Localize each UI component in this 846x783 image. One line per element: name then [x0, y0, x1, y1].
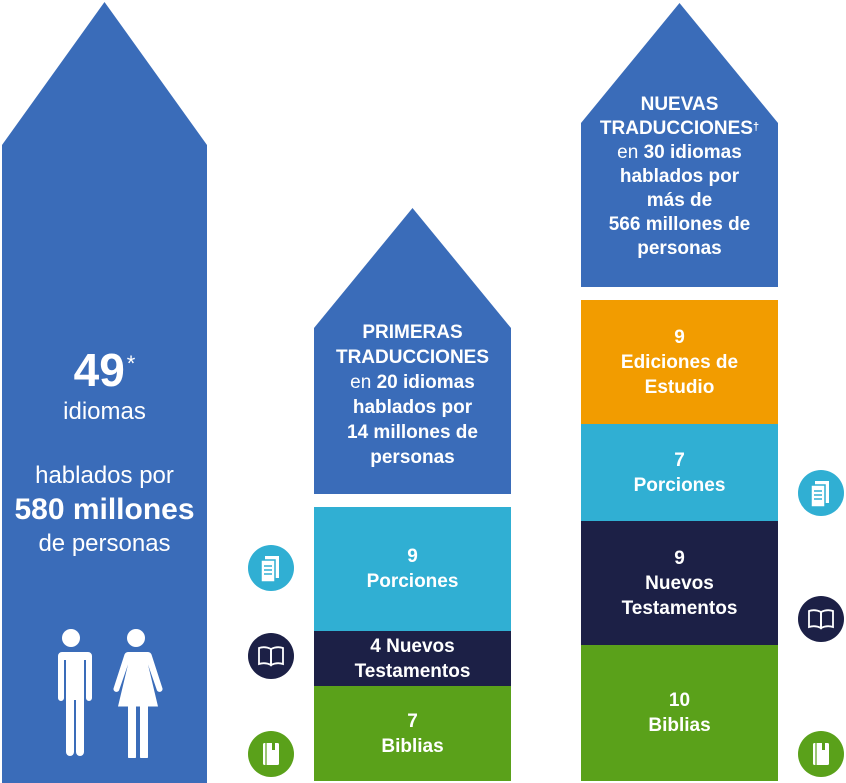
new-new-testaments-segment: 9 Nuevos Testamentos — [581, 521, 778, 645]
new-bibles-segment: 10 Biblias — [581, 645, 778, 781]
new-translations-arrow — [581, 3, 778, 287]
spoken-by-label: hablados por — [35, 462, 174, 489]
portion-booklet-icon — [248, 545, 294, 591]
closed-bible-icon — [798, 731, 844, 777]
new-portions-segment: 7 Porciones — [581, 424, 778, 521]
left-total-text: 49* idiomas hablados por 580 millones de… — [2, 343, 207, 559]
first-translations-heading: PRIMERAS TRADUCCIONES en 20 idiomas habl… — [335, 322, 490, 468]
new-translations-heading: NUEVAS TRADUCCIONES† en 30 idiomas habla… — [599, 94, 760, 259]
study-editions-segment: 9 Ediciones de Estudio — [581, 300, 778, 424]
open-book-icon — [798, 596, 844, 642]
total-languages-unit: idiomas — [63, 398, 146, 425]
closed-bible-icon — [248, 731, 294, 777]
total-languages-number: 49* — [73, 344, 136, 396]
people-man-woman-icon — [54, 629, 163, 758]
first-portions-segment: 9 Porciones — [314, 507, 511, 631]
first-new-testaments-segment: 4 Nuevos Testamentos — [314, 631, 511, 686]
open-book-icon — [248, 633, 294, 679]
left-total-arrow — [2, 2, 207, 783]
portion-booklet-icon — [798, 470, 844, 516]
total-speakers-figure: 580 millones — [14, 493, 195, 526]
of-people-label: de personas — [38, 530, 171, 557]
first-bibles-segment: 7 Biblias — [314, 686, 511, 781]
first-translations-arrow — [314, 208, 511, 494]
